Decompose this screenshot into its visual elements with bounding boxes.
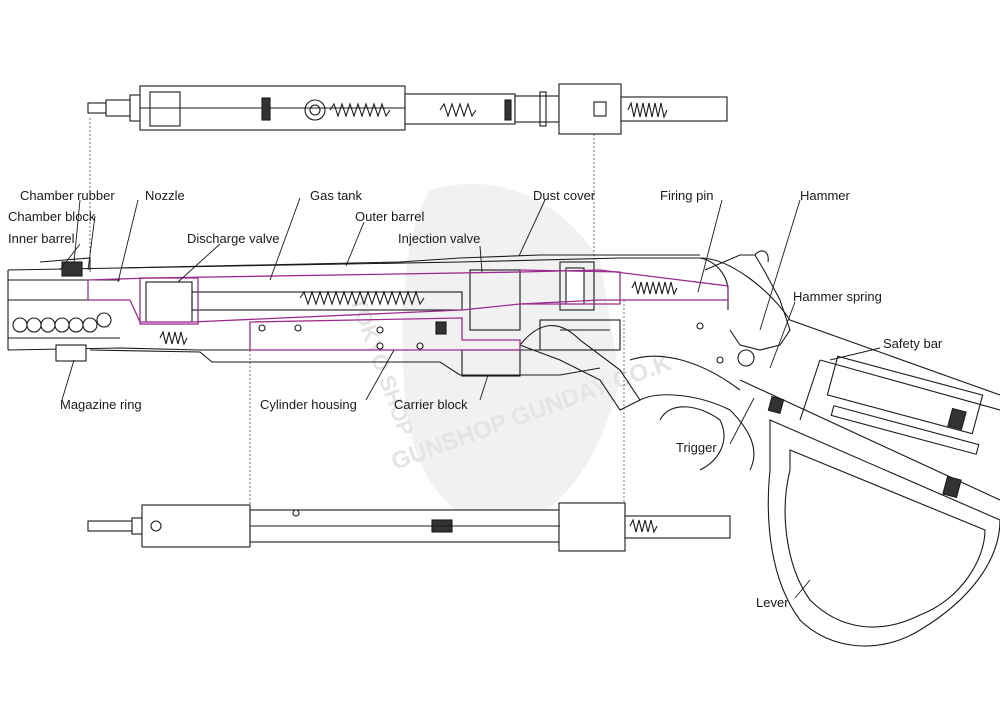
leader-lines xyxy=(59,197,881,599)
label-lever: Lever xyxy=(756,595,789,610)
top-view-assembly xyxy=(87,83,728,135)
label-dust-cover: Dust cover xyxy=(533,188,596,203)
label-hammer-spring: Hammer spring xyxy=(793,289,882,304)
label-carrier-block: Carrier block xyxy=(394,397,468,412)
label-cylinder-housing: Cylinder housing xyxy=(260,397,357,412)
label-inner-barrel: Inner barrel xyxy=(8,231,75,246)
magazine-bbs xyxy=(12,312,112,333)
label-chamber-block: Chamber block xyxy=(8,209,96,224)
label-outer-barrel: Outer barrel xyxy=(355,209,425,224)
alignment-guides xyxy=(89,118,625,505)
label-hammer: Hammer xyxy=(800,188,850,203)
label-safety-bar: Safety bar xyxy=(883,336,943,351)
label-discharge-valve: Discharge valve xyxy=(187,231,280,246)
watermark: TOKYO SHOP GUNSHOP GUNDAY CO.K xyxy=(345,183,675,530)
bottom-view-assembly xyxy=(87,502,731,552)
label-nozzle: Nozzle xyxy=(145,188,185,203)
label-chamber-rubber: Chamber rubber xyxy=(20,188,115,203)
label-magazine-ring: Magazine ring xyxy=(60,397,142,412)
label-gas-tank: Gas tank xyxy=(310,188,363,203)
highlighted-gas-system xyxy=(87,269,729,351)
label-trigger: Trigger xyxy=(676,440,717,455)
label-injection-valve: Injection valve xyxy=(398,231,481,246)
main-receiver xyxy=(7,250,1000,647)
label-firing-pin: Firing pin xyxy=(660,188,714,203)
